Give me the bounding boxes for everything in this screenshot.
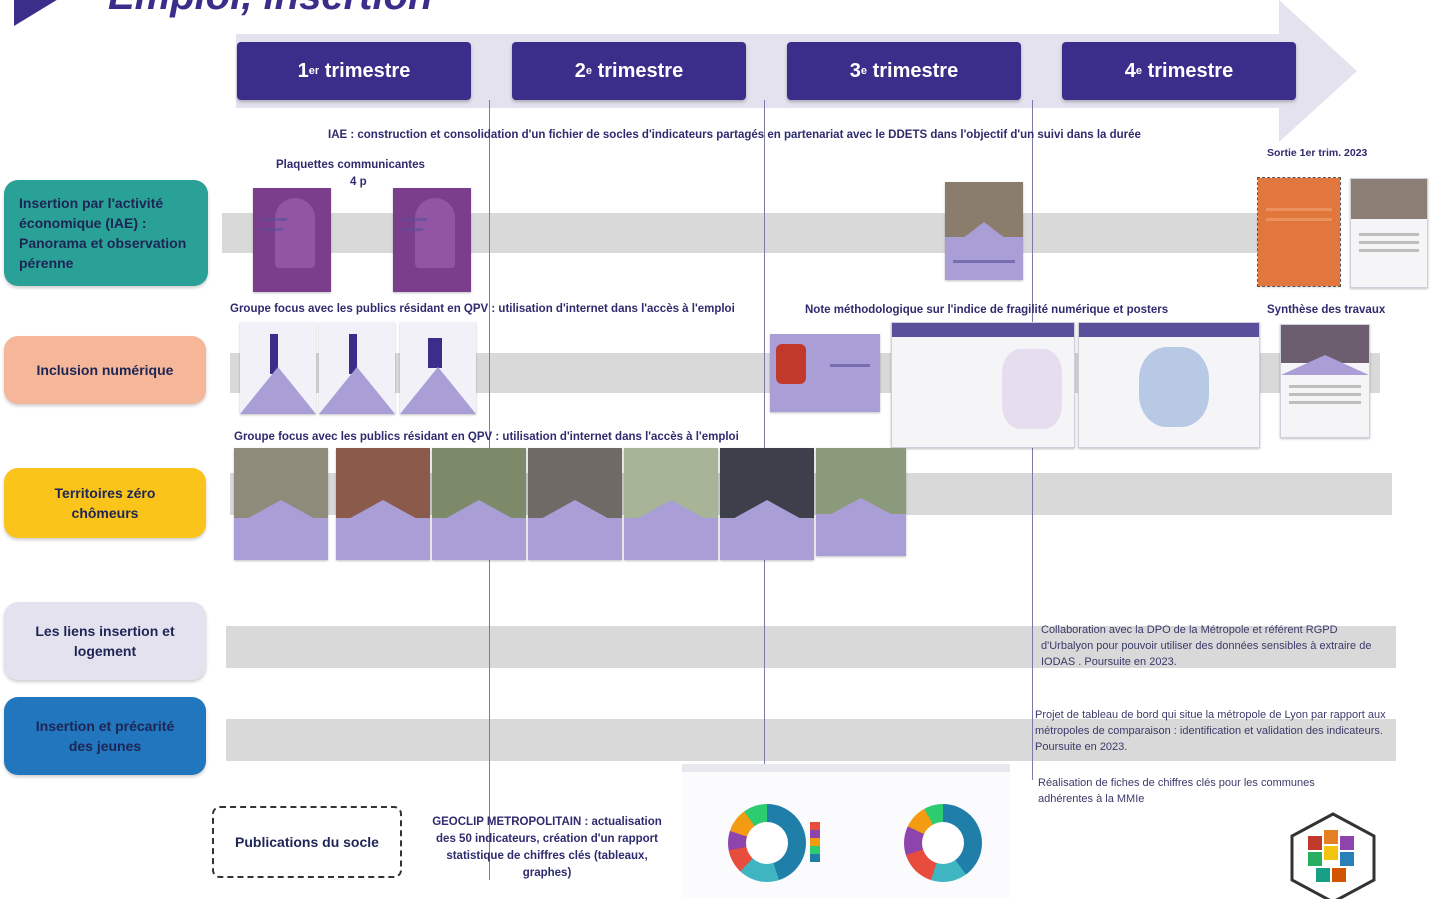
plaquettes-pages: 4 p — [350, 176, 367, 188]
mmie-logo — [1278, 810, 1388, 904]
tzc-thumbnail — [336, 448, 430, 560]
row-band-jeunes — [226, 719, 1396, 761]
plaquette-thumbnail — [393, 188, 471, 292]
synthese-label: Synthèse des travaux — [1267, 304, 1386, 316]
geoclip-text: GEOCLIP METROPOLITAIN : actualisation de… — [432, 816, 662, 879]
plaquette-thumbnail — [253, 188, 331, 292]
legend-swatches — [810, 822, 820, 862]
row-label-iae: Insertion par l'activité économique (IAE… — [4, 180, 208, 286]
page-title: Emploi, insertion — [108, 0, 432, 19]
tzc-thumbnail — [720, 448, 814, 560]
focus-thumbnail — [240, 322, 316, 414]
row-label-numerique: Inclusion numérique — [4, 336, 206, 404]
donut-chart-icon — [728, 804, 806, 882]
sortie-thumbnail — [1350, 178, 1428, 288]
title-arrow-icon — [14, 0, 60, 26]
tzc-thumbnail — [432, 448, 526, 560]
groupe-focus-label: Groupe focus avec les publics résidant e… — [234, 431, 739, 443]
groupe-focus-label: Groupe focus avec les publics résidant e… — [230, 303, 735, 315]
tzc-thumbnail — [624, 448, 718, 560]
row-label-tzc: Territoires zéro chômeurs — [4, 468, 206, 538]
quarter-label: trimestre — [1147, 59, 1234, 82]
tzc-thumbnail — [816, 448, 906, 556]
quarter-number: 2 — [574, 59, 586, 82]
row-label-jeunes: Insertion et précarité des jeunes — [4, 697, 206, 775]
quarter-suffix: er — [308, 65, 320, 77]
row-label-text: Insertion et précarité des jeunes — [35, 718, 175, 754]
quarter-label: trimestre — [872, 59, 959, 82]
quarter-suffix: e — [860, 65, 868, 77]
focus-thumbnail — [400, 322, 476, 414]
note-methodo-label: Note méthodologique sur l'indice de frag… — [805, 304, 1169, 316]
sortie-label: Sortie 1er trim. 2023 — [1267, 147, 1368, 159]
quarter-number: 3 — [849, 59, 861, 82]
synthese-thumbnail — [1280, 324, 1370, 438]
row-label-text: Les liens insertion et logement — [35, 623, 175, 659]
publications-legend-text: Publications du socle — [235, 834, 379, 850]
plaquettes-label: Plaquettes communicantes — [276, 159, 425, 171]
tzc-thumbnail — [528, 448, 622, 560]
row-band-iae — [222, 213, 1262, 253]
row-label-logement: Les liens insertion et logement — [4, 602, 206, 680]
row-label-text: Insertion par l'activité économique (IAE… — [19, 195, 187, 271]
poster-thumbnail — [1078, 322, 1260, 448]
iae-note: IAE : construction et consolidation d'un… — [328, 129, 1141, 141]
quarter-label: trimestre — [597, 59, 684, 82]
row-label-text: Territoires zéro chômeurs — [54, 485, 156, 521]
publications-legend: Publications du socle — [212, 806, 402, 878]
fiches-text: Réalisation de fiches de chiffres clés p… — [1038, 777, 1315, 805]
projet-text: Projet de tableau de bord qui situe la m… — [1035, 709, 1386, 753]
quarter-suffix: e — [585, 65, 593, 77]
donut-chart-icon — [904, 804, 982, 882]
focus-thumbnail — [319, 322, 395, 414]
tzc-thumbnail — [234, 448, 328, 560]
poster-thumbnail — [891, 322, 1075, 448]
geoclip-report-thumbnail — [682, 764, 1010, 899]
quarter-number: 1 — [297, 59, 309, 82]
row-label-text: Inclusion numérique — [36, 362, 174, 378]
sortie-thumbnail — [1257, 177, 1341, 287]
quarter-label: trimestre — [324, 59, 411, 82]
quarter-number: 4 — [1124, 59, 1136, 82]
note-methodo-thumbnail — [770, 334, 880, 412]
row-band-logement — [226, 626, 1396, 668]
iae-publication-thumbnail — [945, 182, 1023, 280]
quarter-suffix: e — [1135, 65, 1143, 77]
collab-text: Collaboration avec la DPO de la Métropol… — [1041, 624, 1372, 668]
